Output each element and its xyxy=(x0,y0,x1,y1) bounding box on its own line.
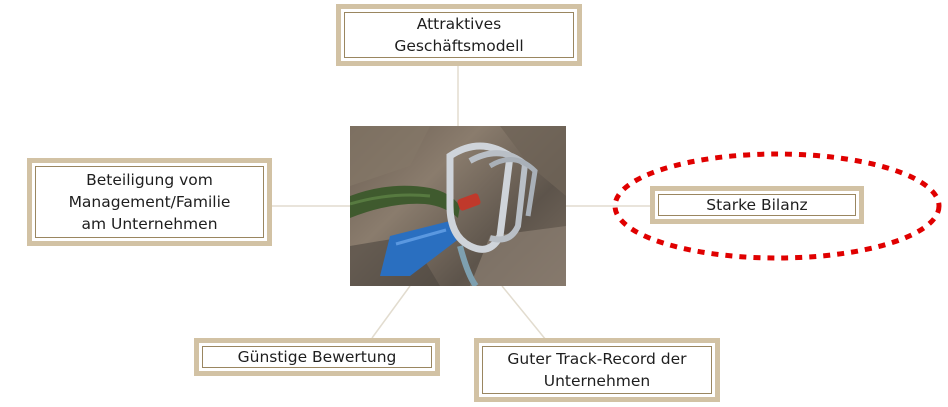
node-label: Starke Bilanz xyxy=(706,196,808,214)
node-starke-bilanz: Starke Bilanz xyxy=(650,186,864,224)
connector-bottom-left xyxy=(371,285,411,339)
connector-bottom-right xyxy=(501,285,547,341)
node-label: Attraktives Geschäftsmodell xyxy=(394,15,524,55)
node-guenstige-bewertung: Günstige Bewertung xyxy=(194,338,440,376)
node-label: Beteiligung vom Management/Familie am Un… xyxy=(68,171,231,233)
carabiner-photo-icon xyxy=(350,126,566,286)
node-beteiligung-management: Beteiligung vom Management/Familie am Un… xyxy=(27,158,272,246)
node-label: Günstige Bewertung xyxy=(237,348,397,366)
node-label: Guter Track-Record der Unternehmen xyxy=(507,350,687,390)
